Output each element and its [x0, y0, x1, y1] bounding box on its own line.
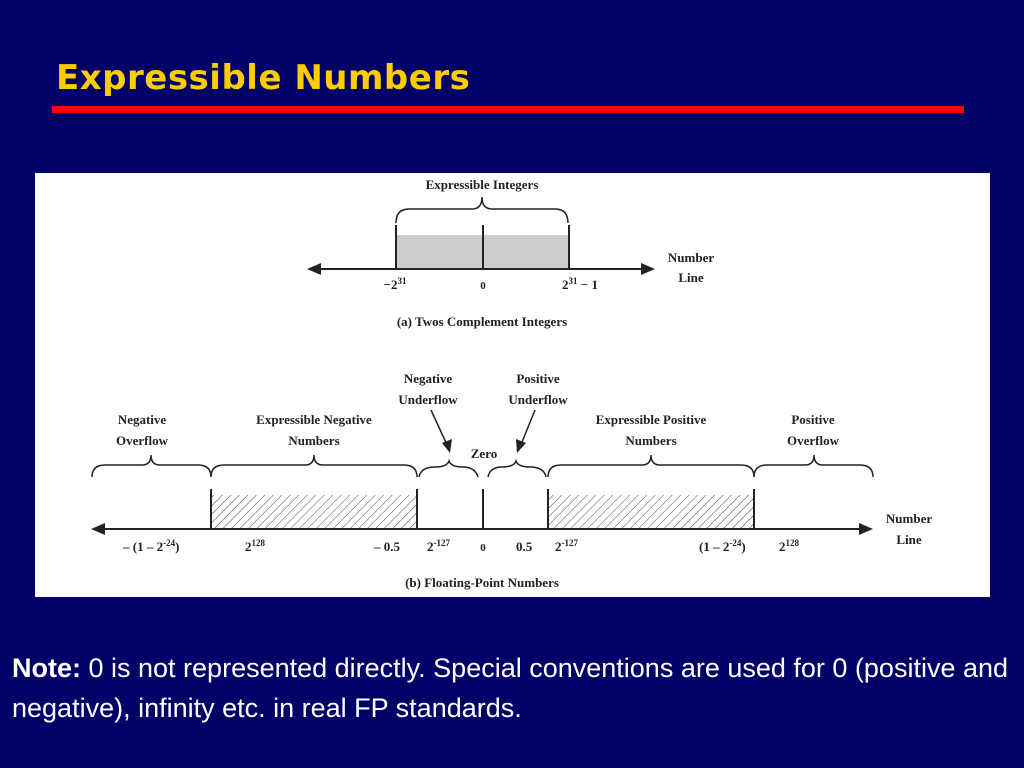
expressible-positive-region: [548, 495, 754, 529]
negative-overflow-label-2: Overflow: [116, 433, 169, 448]
note-text: Note: 0 is not represented directly. Spe…: [12, 648, 1012, 728]
positive-underflow-arrowhead: [516, 439, 526, 453]
number-line-diagram: Expressible Integers Number Line −231 0 …: [91, 177, 932, 590]
expressible-integers-brace: [395, 196, 569, 224]
tick-pos-2-minus-127: 2-127: [555, 538, 578, 554]
note-label: Note:: [12, 653, 81, 683]
slide-title: Expressible Numbers: [56, 58, 471, 98]
caption-a: (a) Twos Complement Integers: [397, 314, 567, 329]
left-arrowhead-a: [307, 263, 321, 275]
figure-panel: Expressible Integers Number Line −231 0 …: [35, 173, 990, 597]
expressible-integers-label: Expressible Integers: [426, 177, 539, 192]
negative-underflow-arrow: [430, 409, 449, 448]
number-line-label-b-2: Line: [896, 532, 922, 547]
expressible-positive-label-1: Expressible Positive: [596, 412, 707, 427]
number-line-label-a-1: Number: [668, 250, 714, 265]
positive-underflow-arrow: [519, 409, 536, 448]
expressible-positive-brace: [547, 454, 755, 478]
negative-underflow-brace: [418, 458, 479, 478]
expressible-negative-brace: [210, 454, 418, 478]
number-line-label-a-2: Line: [678, 270, 704, 285]
tick-zero-integer: 0: [480, 280, 486, 292]
negative-overflow-brace: [91, 454, 212, 478]
tick-max-integer: 231 − 1: [562, 276, 598, 292]
title-underline: [52, 106, 964, 113]
positive-overflow-label-1: Positive: [791, 412, 835, 427]
zero-label: Zero: [471, 446, 497, 461]
note-body: 0 is not represented directly. Special c…: [12, 653, 1009, 723]
expressible-positive-label-2: Numbers: [625, 433, 676, 448]
negative-underflow-label-2: Underflow: [398, 392, 458, 407]
tick-pos-half: 0.5: [516, 539, 533, 554]
left-arrowhead-b: [91, 523, 105, 535]
right-arrowhead-b: [859, 523, 873, 535]
negative-overflow-label-1: Negative: [118, 412, 167, 427]
tick-pos-max: (1 – 2-24): [699, 538, 746, 554]
tick-neg-2-128: 2128: [245, 538, 266, 554]
positive-underflow-brace: [487, 458, 547, 478]
tick-min-integer: −231: [384, 276, 407, 292]
positive-overflow-label-2: Overflow: [787, 433, 840, 448]
expressible-negative-region: [211, 495, 417, 529]
right-arrowhead-a: [641, 263, 655, 275]
positive-underflow-label-1: Positive: [516, 371, 560, 386]
tick-neg-max: – (1 – 2-24): [122, 538, 179, 554]
tick-neg-2-minus-127: 2-127: [427, 538, 450, 554]
caption-b: (b) Floating-Point Numbers: [405, 575, 559, 590]
expressible-negative-label-2: Numbers: [288, 433, 339, 448]
negative-underflow-arrowhead: [442, 439, 452, 453]
tick-zero-float: 0: [480, 542, 486, 554]
tick-neg-half: – 0.5: [373, 539, 401, 554]
negative-underflow-label-1: Negative: [404, 371, 453, 386]
tick-pos-2-128: 2128: [779, 538, 800, 554]
positive-overflow-brace: [753, 454, 874, 478]
number-line-label-b-1: Number: [886, 511, 932, 526]
expressible-negative-label-1: Expressible Negative: [256, 412, 372, 427]
positive-underflow-label-2: Underflow: [508, 392, 568, 407]
